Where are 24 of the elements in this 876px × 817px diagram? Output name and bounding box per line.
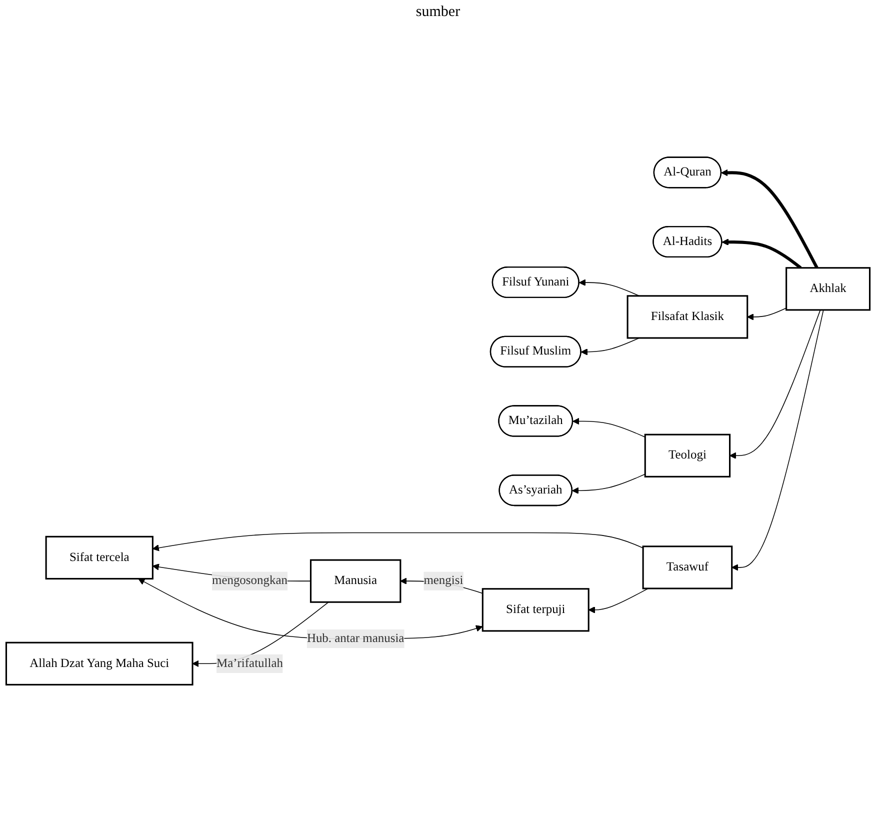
node-box: Teologi [644, 434, 731, 478]
arrow [152, 532, 644, 552]
arrow [572, 418, 646, 438]
node-box: Filsafat Klasik [626, 295, 748, 339]
node-box: Manusia [310, 559, 402, 603]
arrow [722, 238, 802, 270]
arrow [747, 308, 787, 320]
arrow [588, 588, 649, 614]
note-text: sumber [416, 4, 460, 20]
arrow [578, 279, 640, 296]
node-box: Sifat terpuji [482, 588, 590, 632]
arrow [729, 310, 821, 460]
node-box: Allah Dzat Yang Maha Suci [5, 642, 194, 686]
arrow [580, 338, 640, 356]
node-box: Tasawuf [642, 546, 733, 590]
arrow [721, 169, 818, 269]
node-box: Sifat tercela [45, 536, 154, 580]
edge-label: mengisi [424, 574, 464, 588]
node-box: Akhlak [786, 267, 871, 311]
edge-label: Hub. antar manusia [306, 632, 404, 645]
edge-label: Ma’rifatullah [216, 656, 283, 670]
arrow [572, 474, 646, 494]
edge-label: mengosongkan [212, 574, 288, 588]
arrow [732, 310, 824, 571]
